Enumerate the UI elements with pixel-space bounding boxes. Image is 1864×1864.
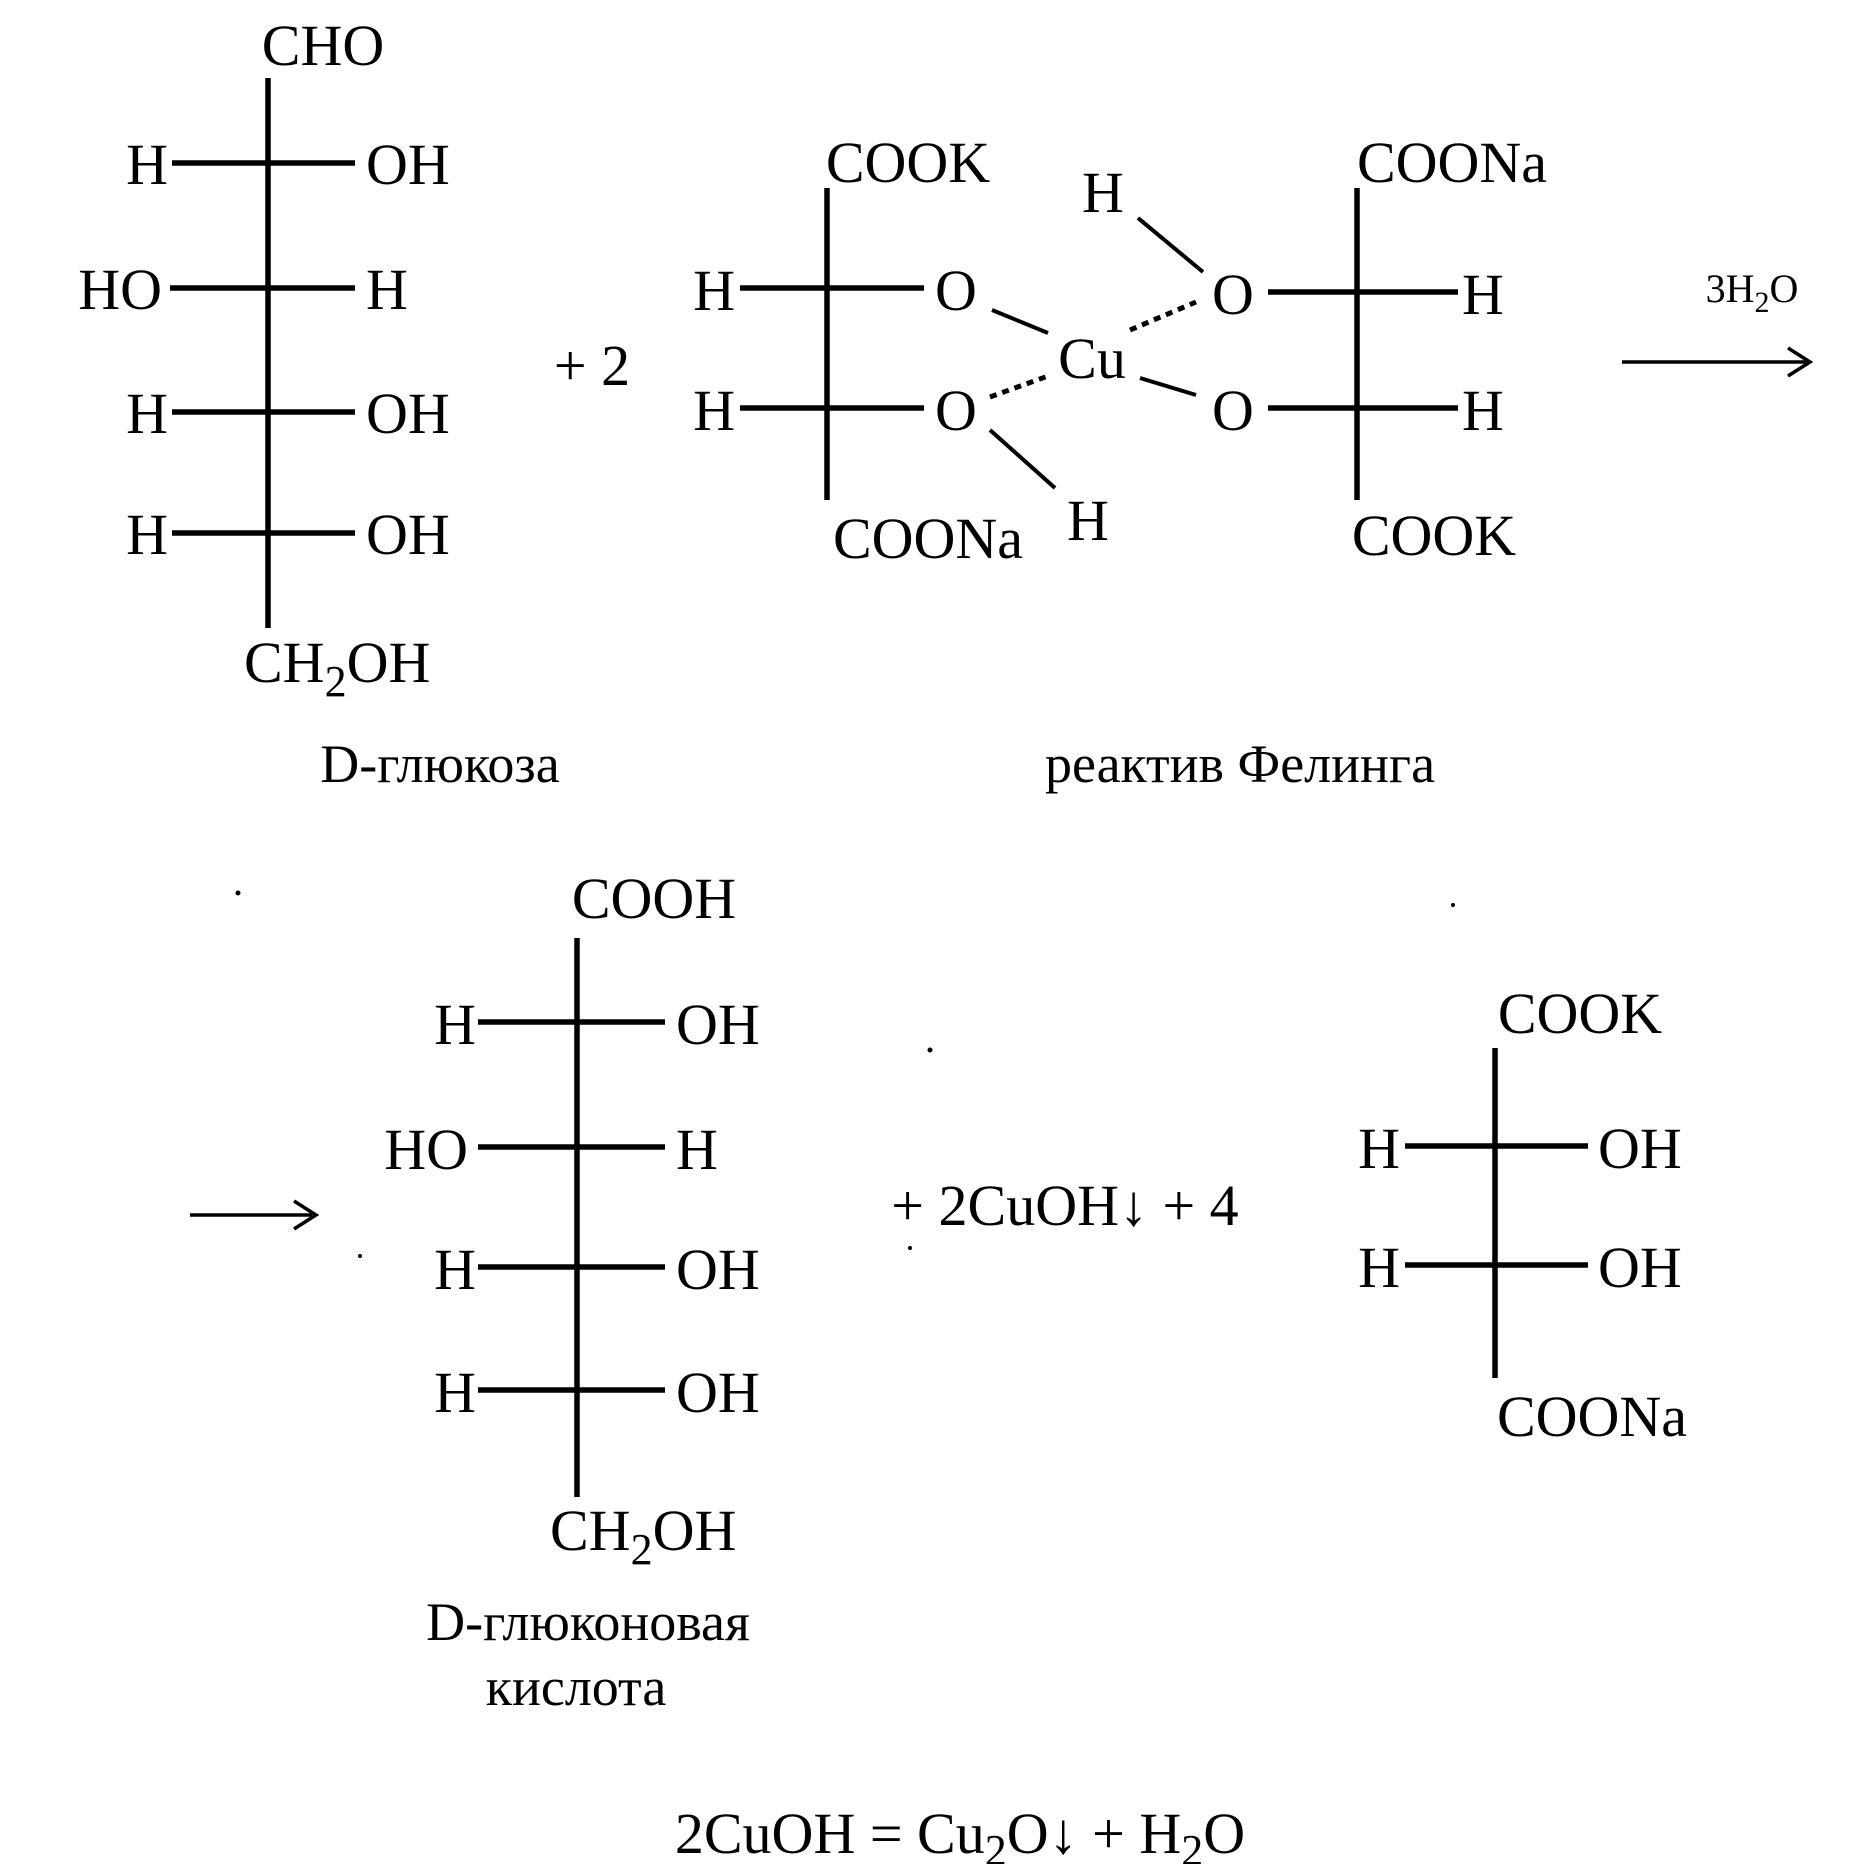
fehling-left-top: COOK: [826, 130, 990, 195]
fehling-left-bottom: COONa: [833, 506, 1023, 571]
gluconic-r1-right: OH: [676, 992, 760, 1057]
fehling-right-oh-h: H: [1082, 160, 1124, 225]
tartrate-bottom: COONa: [1497, 1384, 1687, 1449]
arrow-1-head: [1787, 346, 1814, 378]
glucose-structure: CHO H OH HO H H OH H OH CH2OH D-глюкоза: [78, 13, 560, 794]
fehling-right-h2: H: [1462, 378, 1504, 443]
gluconic-r3-left: H: [434, 1237, 476, 1302]
glucose-r2-left: HO: [78, 257, 162, 322]
scan-speck: [1451, 903, 1455, 907]
gluconic-r3-right: OH: [676, 1237, 760, 1302]
gluconic-acid-structure: COOH H OH HO H H OH H OH CH2OH D-глюконо…: [384, 866, 760, 1717]
reaction-arrow-1: 3H2O: [1622, 266, 1814, 378]
glucose-top-group: CHO: [262, 13, 384, 78]
fehling-left-o2: O: [935, 378, 977, 443]
tartrate-structure: COOK H OH H OH COONa: [1358, 981, 1687, 1449]
gluconic-r4-right: OH: [676, 1360, 760, 1425]
glucose-r1-right: OH: [366, 132, 450, 197]
plus-two: + 2: [554, 333, 630, 398]
gluconic-bottom-group: CH2OH: [550, 1498, 736, 1574]
glucose-bottom-group: CH2OH: [244, 630, 430, 706]
fehling-right-o2: O: [1212, 378, 1254, 443]
middle-products: + 2CuOH↓ + 4: [891, 1173, 1238, 1238]
fehling-left-o1: O: [935, 258, 977, 323]
tartrate-top: COOK: [1498, 981, 1662, 1046]
reaction-arrow-2: [190, 1199, 320, 1231]
fehling-right-bottom: COOK: [1352, 503, 1516, 568]
cu-o-bond-2: [1139, 376, 1197, 397]
gluconic-r4-left: H: [434, 1360, 476, 1425]
fehling-right-o1: O: [1212, 262, 1254, 327]
tartrate-r2-right: OH: [1598, 1235, 1682, 1300]
fehling-left-h1: H: [693, 258, 735, 323]
fehling-complex: COOK H H O O COONa H Cu H O O H H COONa …: [693, 130, 1547, 794]
gluconic-r2-left: HO: [384, 1117, 468, 1182]
fehling-name: реактив Фелинга: [1045, 734, 1435, 794]
glucose-name: D-глюкоза: [320, 734, 559, 794]
copper-equation: 2CuOH = Cu2O↓ + H2O: [675, 1801, 1245, 1864]
gluconic-name-line1: D-глюконовая: [426, 1592, 750, 1652]
scan-speck: [927, 1047, 933, 1053]
fehling-right-top: COONa: [1357, 130, 1547, 195]
arrow-condition: 3H2O: [1706, 266, 1799, 319]
cu-o-bond-1: [991, 308, 1049, 335]
cu-o-coordination-1: [989, 373, 1049, 400]
scan-speck: [908, 1246, 912, 1250]
fehling-left-oh-h: H: [1067, 488, 1109, 553]
tartrate-r1-right: OH: [1598, 1116, 1682, 1181]
glucose-r1-left: H: [126, 132, 168, 197]
fehling-left-oh-bond: [988, 428, 1057, 490]
glucose-r3-right: OH: [366, 381, 450, 446]
scan-speck: [235, 890, 241, 896]
cu-o-coordination-2: [1129, 299, 1197, 333]
glucose-r4-right: OH: [366, 502, 450, 567]
gluconic-r1-left: H: [434, 992, 476, 1057]
arrow-2-head: [293, 1199, 320, 1231]
gluconic-r2-right: H: [676, 1117, 718, 1182]
gluconic-top-group: COOH: [572, 866, 736, 931]
fehling-right-h1: H: [1462, 262, 1504, 327]
fehling-right-oh-bond: [1136, 216, 1205, 274]
glucose-r2-right: H: [366, 257, 408, 322]
fehling-left-h2: H: [693, 378, 735, 443]
gluconic-name-line2: кислота: [486, 1657, 667, 1717]
tartrate-r2-left: H: [1358, 1235, 1400, 1300]
tartrate-r1-left: H: [1358, 1116, 1400, 1181]
glucose-r4-left: H: [126, 502, 168, 567]
scan-speck: [358, 1254, 362, 1258]
glucose-r3-left: H: [126, 381, 168, 446]
copper-atom: Cu: [1058, 326, 1126, 391]
